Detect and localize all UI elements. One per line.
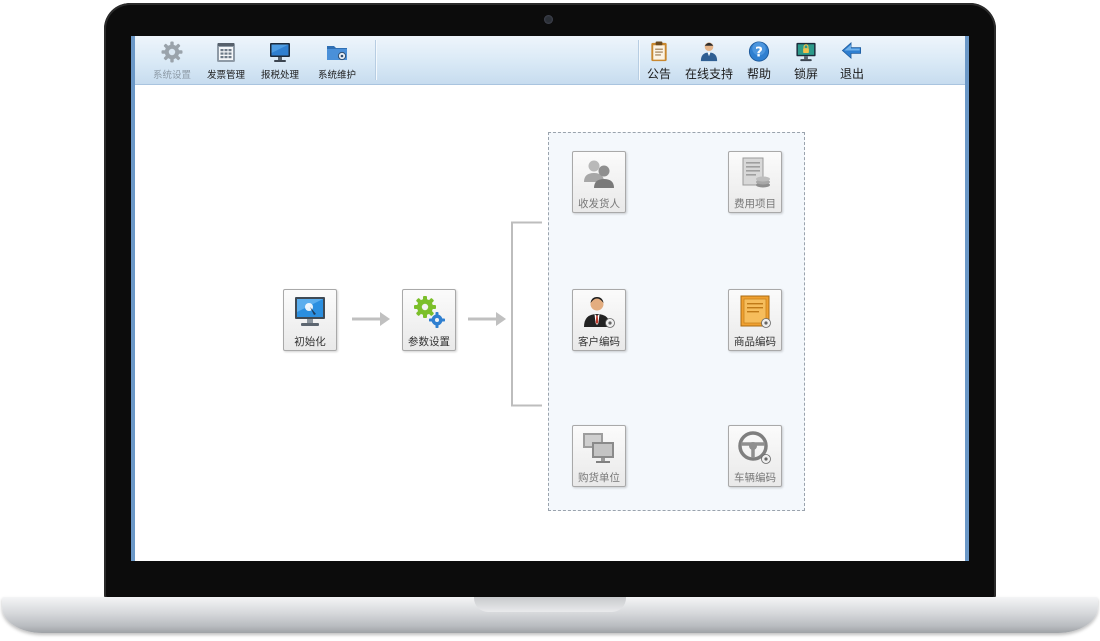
flow-arrow-icon [352, 312, 390, 326]
monitor-icon [270, 43, 290, 62]
step-label: 初始化 [294, 336, 326, 348]
initialize-step-button[interactable]: 初始化 [283, 289, 337, 351]
item-label: 收发货人 [578, 198, 620, 210]
expense-items-button[interactable]: 费用项目 [728, 151, 782, 213]
toolbar-label: 系统维护 [317, 70, 356, 81]
purchaser-unit-button[interactable]: 购货单位 [572, 425, 626, 487]
product-box-icon [740, 295, 771, 328]
flow-arrow-icon [468, 312, 506, 326]
toolbar-label: 锁屏 [793, 67, 818, 81]
toolbar-label: 退出 [839, 67, 864, 81]
customer-code-button[interactable]: 客户编码 [572, 289, 626, 351]
clipboard-icon [651, 41, 667, 62]
businessman-icon [584, 297, 615, 328]
support-person-icon [700, 42, 718, 62]
toolbar-separator [638, 40, 639, 80]
gear-icon [161, 41, 183, 63]
help-icon: ? [748, 41, 770, 62]
main-toolbar: 系统设置 发票管理 报税处理 [135, 36, 965, 85]
item-label: 购货单位 [578, 472, 620, 484]
folder-gear-icon [327, 46, 347, 61]
toolbar-label: 公告 [646, 67, 671, 81]
svg-text:?: ? [755, 45, 763, 60]
computers-icon [583, 433, 614, 463]
people-icon [584, 160, 614, 188]
toolbar-system-maintenance-button[interactable]: 系统维护 [307, 40, 367, 82]
toolbar-online-support-button[interactable]: 在线支持 [679, 40, 739, 82]
toolbar-separator [375, 40, 376, 80]
consignor-consignee-button[interactable]: 收发货人 [572, 151, 626, 213]
vehicle-code-button[interactable]: 车辆编码 [728, 425, 782, 487]
item-label: 客户编码 [578, 336, 620, 348]
product-code-button[interactable]: 商品编码 [728, 289, 782, 351]
toolbar-label: 帮助 [746, 67, 771, 81]
toolbar-exit-button[interactable]: 退出 [822, 40, 882, 82]
lock-screen-icon [796, 42, 816, 62]
item-label: 费用项目 [734, 198, 776, 210]
toolbar-label: 系统设置 [152, 70, 191, 81]
flow-bracket [511, 221, 542, 407]
toolbar-lock-screen-button[interactable]: 锁屏 [776, 40, 836, 82]
camera-icon [544, 15, 553, 24]
item-label: 车辆编码 [734, 472, 776, 484]
toolbar-label: 报税处理 [260, 70, 299, 81]
document-coins-icon [742, 157, 770, 188]
toolbar-label: 发票管理 [206, 70, 245, 81]
toolbar-announcement-button[interactable]: 公告 [629, 40, 689, 82]
toolbar-invoice-management-button[interactable]: 发票管理 [196, 40, 256, 82]
toolbar-label: 在线支持 [684, 67, 733, 81]
invoice-icon [217, 43, 235, 62]
steering-wheel-icon [738, 431, 771, 464]
parameter-settings-step-button[interactable]: 参数设置 [402, 289, 456, 351]
step-label: 参数设置 [408, 336, 450, 348]
item-label: 商品编码 [734, 336, 776, 348]
laptop-notch [474, 597, 626, 612]
init-monitor-icon [295, 297, 325, 326]
gears-icon [414, 296, 445, 328]
toolbar-system-settings-button[interactable]: 系统设置 [142, 40, 202, 82]
app-screen: 系统设置 发票管理 报税处理 [131, 36, 969, 561]
toolbar-help-button[interactable]: ? 帮助 [729, 40, 789, 82]
workflow-area: 初始化 [135, 85, 965, 561]
exit-arrow-icon [841, 42, 862, 60]
toolbar-tax-filing-button[interactable]: 报税处理 [250, 40, 310, 82]
